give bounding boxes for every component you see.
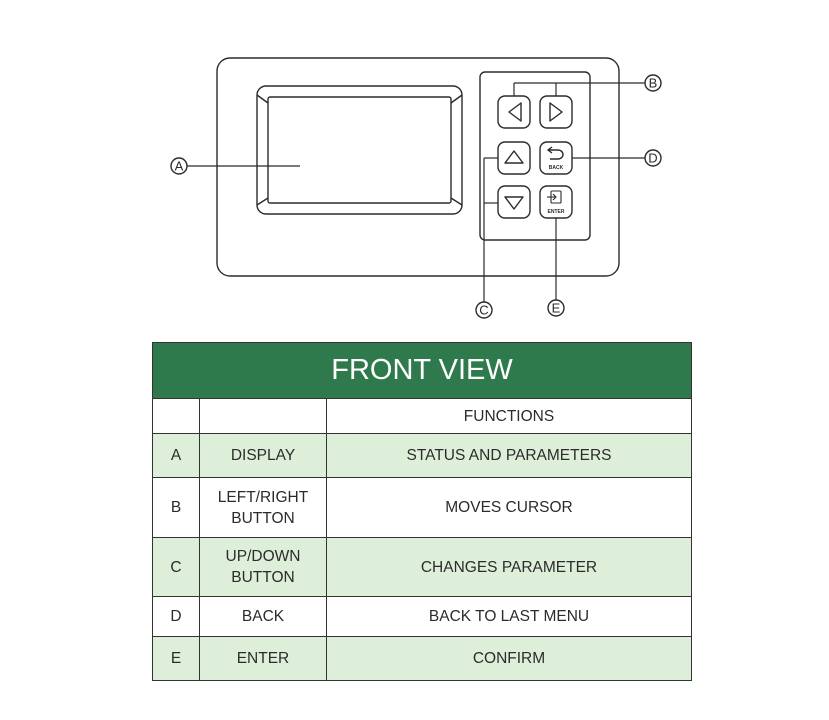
row-name-line: LEFT/RIGHT <box>217 488 309 506</box>
callout-a-label: A <box>175 159 184 174</box>
row-name: LEFT/RIGHT BUTTON <box>199 477 327 538</box>
back-key-label: BACK <box>549 165 564 171</box>
leader-lines <box>187 82 645 302</box>
table-row: A DISPLAY STATUS AND PARAMETERS <box>152 433 692 478</box>
callout-e-circle <box>547 299 565 317</box>
row-function: MOVES CURSOR <box>326 477 692 538</box>
header-functions: FUNCTIONS <box>326 398 692 434</box>
front-panel-diagram: A B C D E BACK ENTER <box>170 57 662 319</box>
left-button[interactable] <box>497 95 531 129</box>
table-title: FRONT VIEW <box>152 342 692 399</box>
callout-e-label: E <box>552 301 561 316</box>
table-row: D BACK BACK TO LAST MENU <box>152 596 692 637</box>
row-key: A <box>152 433 200 478</box>
callout-c-circle <box>475 301 493 319</box>
row-key: D <box>152 596 200 637</box>
row-name-line: BUTTON <box>231 509 295 527</box>
callout-d-circle <box>644 149 662 167</box>
row-function: CONFIRM <box>326 636 692 681</box>
row-name: DISPLAY <box>199 433 327 478</box>
row-name: BACK <box>199 596 327 637</box>
row-function: BACK TO LAST MENU <box>326 596 692 637</box>
table-header-row: FUNCTIONS <box>152 398 692 434</box>
callout-b-circle <box>644 74 662 92</box>
enter-icon <box>547 190 562 204</box>
keypad-frame <box>479 71 591 241</box>
callout-d-label: D <box>648 151 657 166</box>
callout-c-label: C <box>479 303 488 318</box>
arrow-down-icon <box>504 196 524 210</box>
table-row: B LEFT/RIGHT BUTTON MOVES CURSOR <box>152 477 692 538</box>
up-button[interactable] <box>497 141 531 175</box>
row-name: ENTER <box>199 636 327 681</box>
right-button[interactable] <box>539 95 573 129</box>
table-row: C UP/DOWN BUTTON CHANGES PARAMETER <box>152 537 692 597</box>
row-name-line: BUTTON <box>231 569 295 586</box>
header-name-cell <box>199 398 327 434</box>
header-key-cell <box>152 398 200 434</box>
display-screen <box>256 85 463 215</box>
row-function: CHANGES PARAMETER <box>326 537 692 597</box>
callout-b-label: B <box>649 76 658 91</box>
row-name: UP/DOWN BUTTON <box>199 537 327 597</box>
row-key: C <box>152 537 200 597</box>
controller-housing <box>216 57 620 277</box>
callout-a-circle <box>170 157 188 175</box>
arrow-right-icon <box>549 102 563 122</box>
row-name-line: UP/DOWN <box>225 548 301 565</box>
front-view-table: FRONT VIEW FUNCTIONS A DISPLAY STATUS AN… <box>152 342 692 681</box>
back-return-icon <box>546 146 564 160</box>
arrow-up-icon <box>504 150 524 164</box>
table-row: E ENTER CONFIRM <box>152 636 692 681</box>
row-key: B <box>152 477 200 538</box>
row-key: E <box>152 636 200 681</box>
row-function: STATUS AND PARAMETERS <box>326 433 692 478</box>
down-button[interactable] <box>497 185 531 219</box>
arrow-left-icon <box>508 102 522 122</box>
enter-key-label: ENTER <box>548 209 565 215</box>
